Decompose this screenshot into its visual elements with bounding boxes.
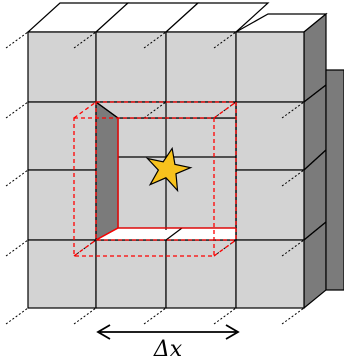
- lattice-continuation: [281, 101, 305, 119]
- star-icon: [145, 146, 193, 193]
- lattice-continuation: [281, 169, 305, 187]
- lattice-continuation: [73, 307, 97, 325]
- highlight-edge: [73, 239, 97, 257]
- lattice-continuation: [143, 101, 167, 119]
- corner-ticks: [5, 31, 327, 325]
- lattice-continuation: [281, 307, 305, 325]
- lattice-continuation: [143, 31, 167, 49]
- lattice-continuation: [5, 31, 29, 49]
- lattice-continuation: [213, 239, 237, 257]
- cube-front: [165, 31, 237, 103]
- lattice-continuation: [303, 221, 327, 241]
- cube-front: [235, 169, 305, 241]
- highlight-back: [95, 101, 237, 241]
- cube-front: [165, 239, 237, 309]
- lattice-continuation: [5, 307, 29, 325]
- spacing-arrow-right-head: [225, 324, 240, 340]
- highlight-edge: [213, 101, 237, 119]
- lattice-continuation: [213, 31, 237, 49]
- spacing-arrow-left-head: [96, 324, 111, 340]
- lattice-continuation: [303, 84, 327, 103]
- lattice-continuation: [5, 101, 29, 119]
- spacing-arrow: [96, 324, 240, 340]
- cube-front: [95, 239, 167, 309]
- cube-side-back: [325, 69, 344, 291]
- lattice-continuation: [5, 239, 29, 257]
- cube-front: [27, 31, 97, 103]
- cube-front: [27, 239, 97, 309]
- highlight-edge: [73, 101, 97, 119]
- spacing-label: Δx: [153, 337, 183, 361]
- highlight-solid: [95, 227, 119, 241]
- lattice-continuation: [303, 149, 327, 171]
- cube-sides: [303, 12, 344, 310]
- cube-tops: [26, 2, 328, 33]
- cube-front: [95, 31, 167, 103]
- lattice-continuation: [73, 31, 97, 49]
- highlight-solid-edges: [95, 118, 236, 241]
- cube-front: [235, 31, 305, 103]
- lattice-continuation: [143, 307, 167, 325]
- grid-line: [165, 227, 183, 241]
- grid-line: [95, 101, 119, 119]
- lattice-continuation: [213, 101, 237, 119]
- cavity-left-wall: [95, 100, 119, 241]
- lattice-continuation: [213, 307, 237, 325]
- cube-fronts: [27, 31, 305, 309]
- lattice-continuation: [73, 239, 97, 257]
- highlight-cell: [73, 101, 237, 257]
- lattice-continuation: [5, 169, 29, 187]
- cube-front: [27, 101, 97, 171]
- highlight-edge: [213, 239, 237, 257]
- lattice-continuation: [281, 239, 305, 257]
- cube-front: [27, 169, 97, 241]
- highlight-front: [73, 117, 215, 257]
- cube-front: [235, 239, 305, 309]
- cube-front: [235, 101, 305, 171]
